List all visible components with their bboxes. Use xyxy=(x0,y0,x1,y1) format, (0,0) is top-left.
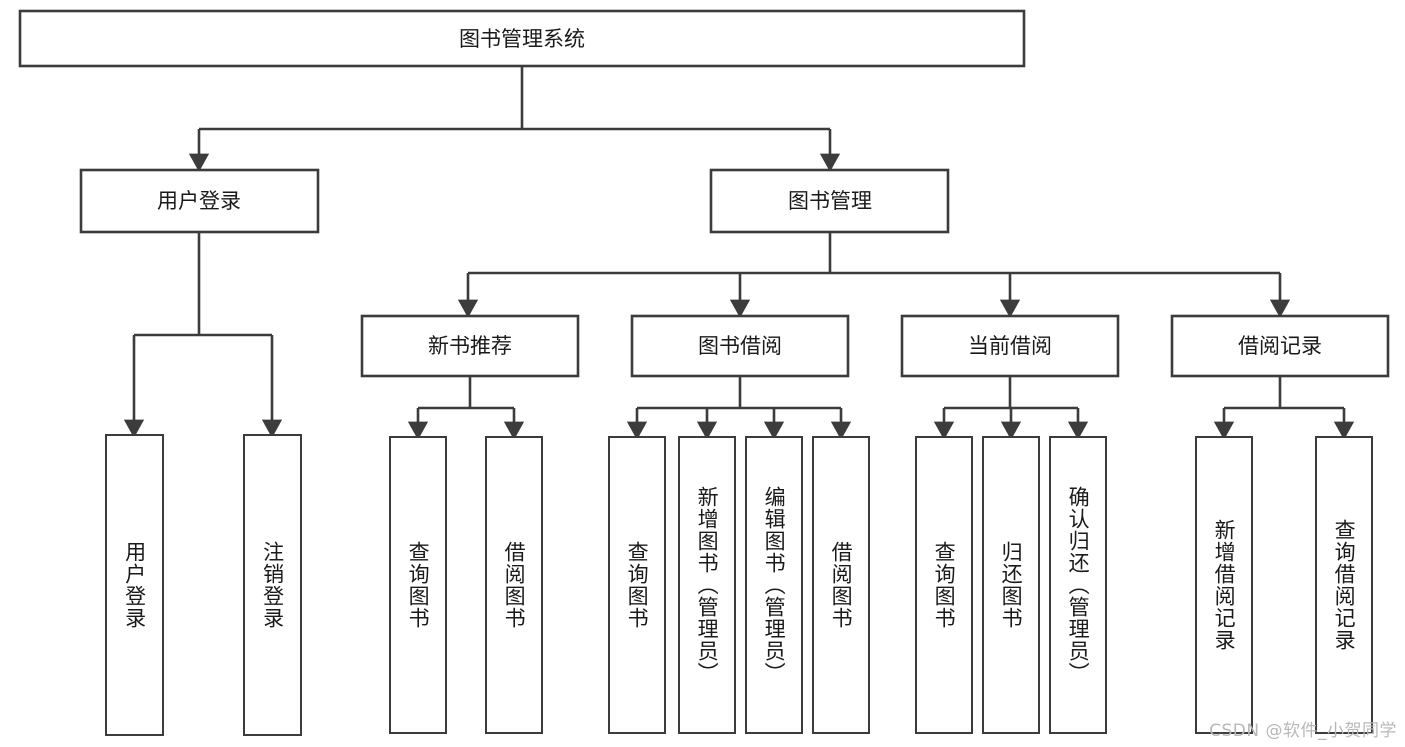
leaf-user-login-1-label: 用户登录 xyxy=(122,541,147,629)
leaf-book-borrow-2[interactable]: 新增图书（管理员） xyxy=(678,436,736,734)
leaf-borrow-record-2[interactable]: 查询借阅记录 xyxy=(1315,436,1373,734)
node-borrow-record-label: 借阅记录 xyxy=(1238,334,1322,358)
leaf-new-book-recommend-2[interactable]: 借阅图书 xyxy=(485,436,543,734)
node-borrow-record[interactable]: 借阅记录 xyxy=(1170,314,1390,378)
node-book-borrow-box xyxy=(630,314,850,378)
node-current-borrow-label: 当前借阅 xyxy=(968,334,1052,358)
node-new-book-recommend[interactable]: 新书推荐 xyxy=(360,314,580,378)
leaf-book-borrow-4-label: 借阅图书 xyxy=(829,541,854,629)
connector-user-login-to-leaves xyxy=(123,232,283,438)
leaf-book-borrow-1-label: 查询图书 xyxy=(625,541,650,629)
leaf-book-borrow-2-label: 新增图书（管理员） xyxy=(695,486,720,684)
node-book-management[interactable]: 图书管理 xyxy=(709,168,950,234)
node-root-box xyxy=(18,9,1026,68)
leaf-book-borrow-1[interactable]: 查询图书 xyxy=(608,436,666,734)
node-book-management-label: 图书管理 xyxy=(788,189,872,213)
leaf-current-borrow-1[interactable]: 查询图书 xyxy=(915,436,973,734)
leaf-borrow-record-1-label: 新增借阅记录 xyxy=(1212,519,1237,651)
leaf-current-borrow-3[interactable]: 确认归还（管理员） xyxy=(1049,436,1107,734)
node-new-book-recommend-box xyxy=(360,314,580,378)
connector-current-borrow-to-leaves xyxy=(933,376,1089,440)
leaf-current-borrow-1-label: 查询图书 xyxy=(932,541,957,629)
leaf-new-book-recommend-2-label: 借阅图书 xyxy=(502,541,527,629)
leaf-book-borrow-4[interactable]: 借阅图书 xyxy=(812,436,870,734)
connector-book-management-to-level3 xyxy=(457,232,1291,318)
leaf-current-borrow-3-label: 确认归还（管理员） xyxy=(1066,486,1091,684)
connector-book-borrow-to-leaves xyxy=(626,376,852,440)
node-current-borrow-box xyxy=(900,314,1120,378)
leaf-user-login-2[interactable]: 注销登录 xyxy=(243,434,302,736)
leaf-borrow-record-2-label: 查询借阅记录 xyxy=(1332,519,1357,651)
node-current-borrow[interactable]: 当前借阅 xyxy=(900,314,1120,378)
leaf-current-borrow-2-label: 归还图书 xyxy=(999,541,1024,629)
node-user-login-box xyxy=(79,168,320,234)
node-user-login-label: 用户登录 xyxy=(157,189,241,213)
connector-borrow-record-to-leaves xyxy=(1213,376,1355,440)
leaf-book-borrow-3[interactable]: 编辑图书（管理员） xyxy=(745,436,803,734)
leaf-new-book-recommend-1[interactable]: 查询图书 xyxy=(389,436,447,734)
leaf-user-login-1[interactable]: 用户登录 xyxy=(105,434,164,736)
connector-root-to-level2 xyxy=(188,66,841,172)
csdn-watermark: CSDN @软件_小贺同学 xyxy=(1209,721,1397,741)
connector-new-book-recommend-to-leaves xyxy=(407,376,525,440)
leaf-borrow-record-1[interactable]: 新增借阅记录 xyxy=(1195,436,1253,734)
leaf-current-borrow-2[interactable]: 归还图书 xyxy=(982,436,1040,734)
node-borrow-record-box xyxy=(1170,314,1390,378)
node-root[interactable]: 图书管理系统 xyxy=(18,9,1026,68)
leaf-book-borrow-3-label: 编辑图书（管理员） xyxy=(762,486,787,684)
node-user-login[interactable]: 用户登录 xyxy=(79,168,320,234)
node-new-book-recommend-label: 新书推荐 xyxy=(428,334,512,358)
node-book-borrow-label: 图书借阅 xyxy=(698,334,782,358)
leaf-new-book-recommend-1-label: 查询图书 xyxy=(406,541,431,629)
leaf-user-login-2-label: 注销登录 xyxy=(260,541,285,629)
node-book-borrow[interactable]: 图书借阅 xyxy=(630,314,850,378)
node-root-label: 图书管理系统 xyxy=(459,27,585,51)
